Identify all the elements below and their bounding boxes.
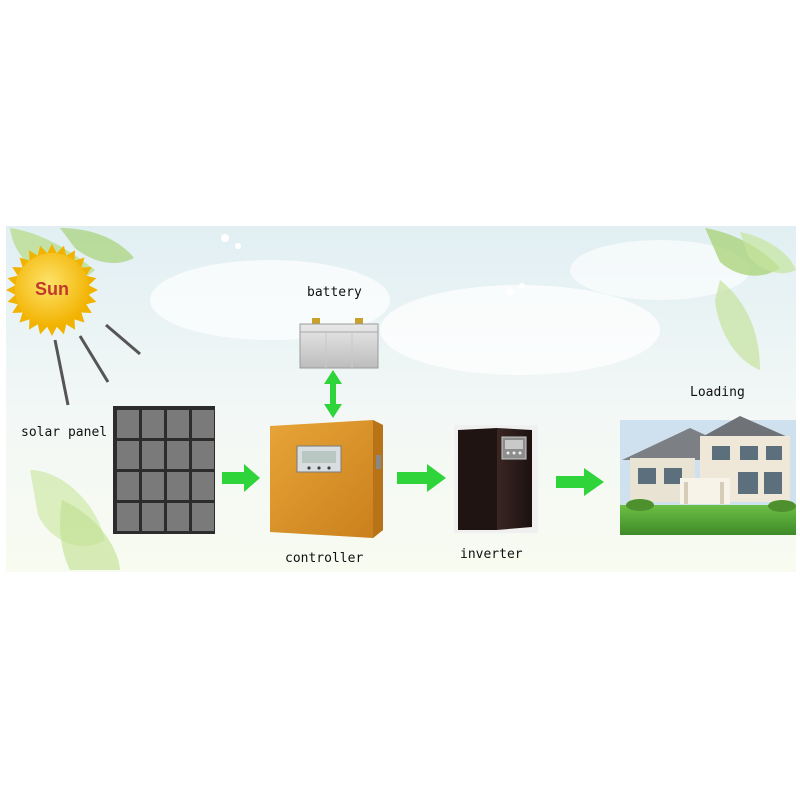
arrow-right-icon [222,464,260,492]
solar-cell [117,503,139,531]
solar-cell [192,472,214,500]
solar-cell [117,410,139,438]
inverter-label: inverter [460,547,523,562]
solar-cell [117,472,139,500]
solar-cell [192,410,214,438]
controller-label: controller [285,551,364,566]
solar-cell [167,410,189,438]
solar-cell [142,410,164,438]
battery-label: battery [307,285,362,300]
sun-icon [6,244,141,406]
solar-cell [167,503,189,531]
controller-icon [270,420,383,538]
solar-panel-label: solar panel [21,425,108,440]
solar-panel-icon [113,406,215,534]
solar-cell [142,503,164,531]
solar-cell [117,441,139,469]
sun-label: Sun [35,279,69,299]
solar-cell [142,472,164,500]
solar-cell [167,441,189,469]
arrow-right-icon [556,468,604,496]
solar-cell [192,503,214,531]
arrow-right-icon [397,464,446,492]
inverter-icon [454,425,538,533]
solar-cell [167,472,189,500]
battery-icon [299,318,379,369]
arrow-vertical-icon [324,370,342,418]
house-icon [620,416,796,535]
solar-cell [142,441,164,469]
solar-cell [192,441,214,469]
loading-label: Loading [690,385,745,400]
